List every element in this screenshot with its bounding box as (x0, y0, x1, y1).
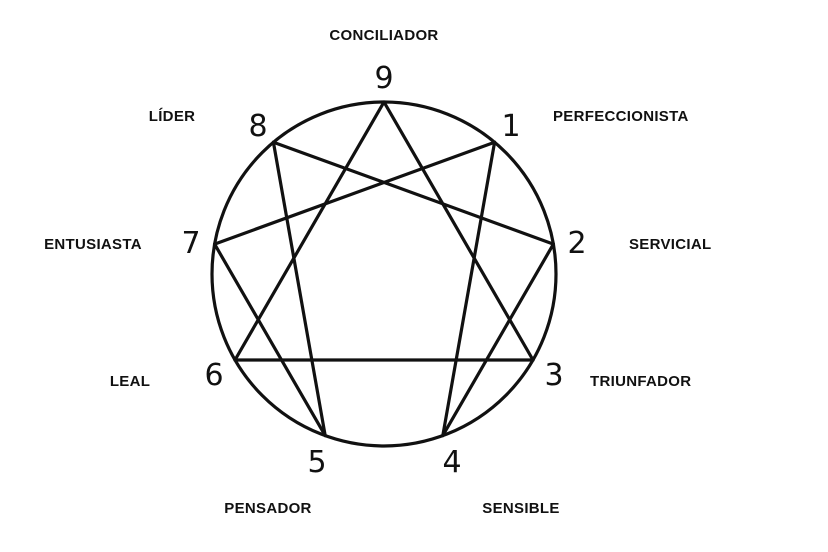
enneagram-circle (210, 100, 558, 448)
point-number-3: 3 (544, 358, 563, 393)
connection-line-2-8 (271, 140, 556, 246)
point-label-1: PERFECCIONISTA (553, 108, 689, 125)
point-label-3: TRIUNFADOR (590, 373, 691, 390)
connection-line-1-4 (441, 140, 497, 438)
connection-line-8-5 (271, 140, 327, 438)
point-number-9: 9 (374, 61, 393, 96)
point-number-7: 7 (181, 226, 200, 261)
connection-line-9-3 (382, 100, 535, 362)
connection-line-4-2 (441, 242, 556, 438)
point-number-8: 8 (248, 109, 267, 144)
point-number-1: 1 (501, 109, 520, 144)
point-number-5: 5 (307, 445, 326, 480)
connection-line-6-9 (233, 100, 386, 362)
point-number-4: 4 (442, 445, 461, 480)
point-label-7: ENTUSIASTA (44, 236, 142, 253)
connection-line-5-7 (213, 242, 327, 438)
point-number-2: 2 (567, 226, 586, 261)
connection-line-7-1 (213, 140, 497, 246)
point-label-6: LEAL (110, 373, 150, 390)
point-label-8: LÍDER (149, 108, 196, 125)
point-label-9: CONCILIADOR (329, 27, 438, 44)
point-number-6: 6 (204, 358, 223, 393)
point-label-5: PENSADOR (224, 500, 311, 517)
point-label-2: SERVICIAL (629, 236, 711, 253)
point-label-4: SENSIBLE (482, 500, 559, 517)
